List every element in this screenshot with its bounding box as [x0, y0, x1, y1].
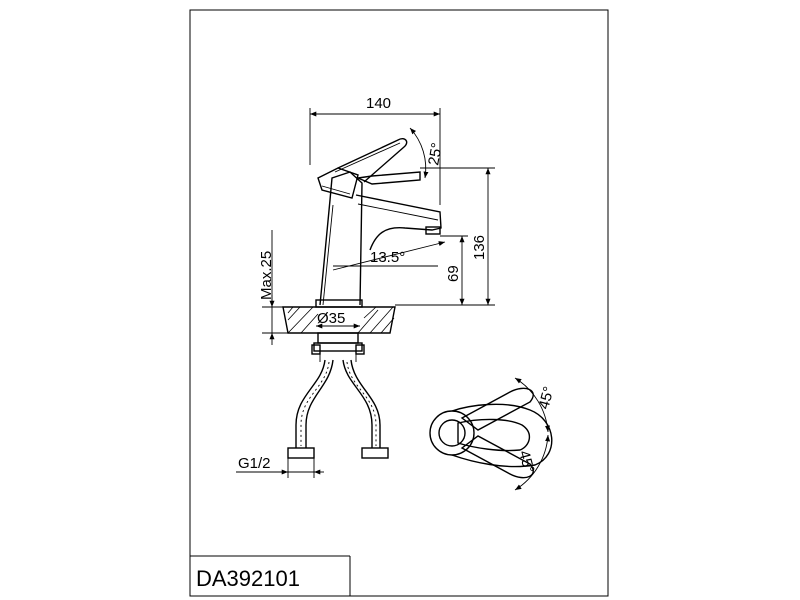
drawing-frame — [189, 9, 609, 597]
dim-spout-height: 69 — [440, 235, 468, 305]
dim-spout-height-label: 69 — [445, 265, 462, 282]
dim-overall-height: 136 — [395, 167, 495, 306]
flexible-hoses — [287, 359, 389, 459]
mounting-hardware — [311, 332, 365, 362]
dim-max-deck-label: Max.25 — [258, 251, 275, 300]
dim-rotation-top-label: 45° — [535, 385, 557, 411]
dim-overall-length: 140 — [309, 95, 441, 205]
deck-section — [282, 306, 396, 334]
dim-overall-height-label: 136 — [471, 235, 488, 260]
dim-connection-thread: G1/2 — [236, 455, 324, 478]
dim-base-diameter: Ø35 — [316, 310, 360, 329]
dim-handle-angle: 25° — [409, 127, 446, 179]
dim-spout-angle-label: 13.5° — [370, 249, 405, 266]
title-block: DA392101 — [190, 555, 351, 596]
dim-rotation-bottom-label: 45° — [515, 449, 537, 475]
dim-overall-length-label: 140 — [366, 95, 391, 112]
dim-spout-angle: 13.5° — [332, 241, 446, 271]
dim-rotation-angles: 45° 45° — [514, 377, 558, 491]
faucet-side-view — [315, 138, 442, 308]
dim-base-diameter-label: Ø35 — [317, 310, 345, 327]
dim-connection-thread-label: G1/2 — [238, 455, 271, 472]
dim-handle-angle-label: 25° — [425, 141, 446, 166]
model-number: DA392101 — [196, 566, 300, 591]
dim-max-deck: Max.25 — [258, 230, 288, 345]
